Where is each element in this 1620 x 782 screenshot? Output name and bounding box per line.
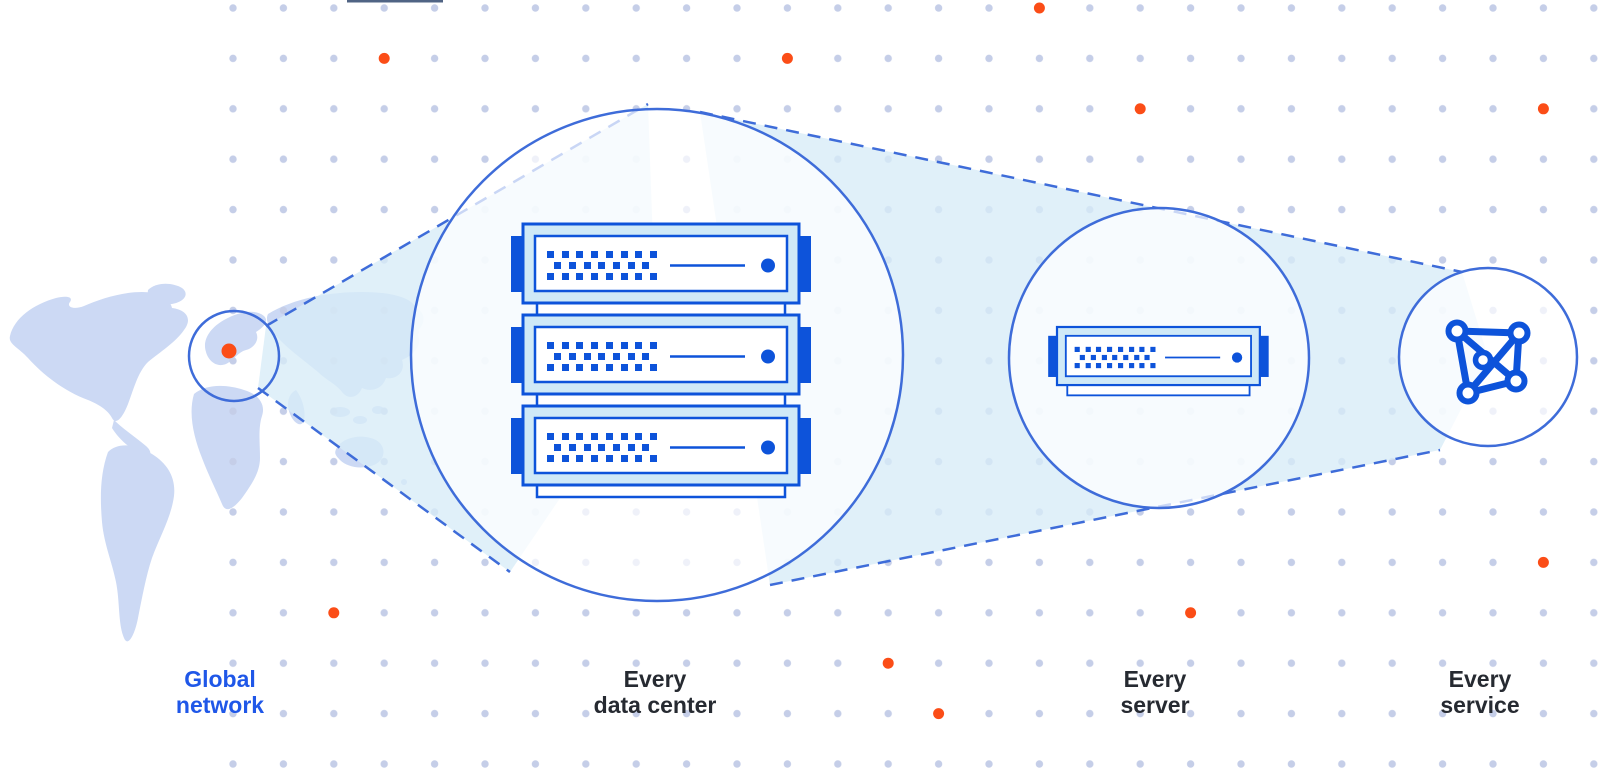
- network-graph-icon: [1445, 319, 1531, 405]
- server-rack-3-units-icon: [509, 222, 813, 499]
- label-line: Global: [184, 666, 256, 692]
- label-line: data center: [593, 692, 717, 718]
- graph-center-node: [1472, 349, 1494, 371]
- central-america-landmass: [112, 420, 151, 457]
- label-line: service: [1440, 692, 1520, 718]
- label-line: Every: [1123, 666, 1187, 692]
- label-line: network: [175, 692, 265, 718]
- graph-node: [1445, 319, 1469, 343]
- location-marker-dot: [221, 343, 237, 359]
- label-every-server: Every server: [1120, 666, 1189, 718]
- single-server-unit: [1047, 325, 1270, 387]
- label-line: Every: [1448, 666, 1512, 692]
- rack-server-unit-1: [509, 222, 813, 305]
- label-line: Every: [623, 666, 687, 692]
- cone-dashed-edge-bottom-right: [769, 448, 1441, 587]
- label-global-network: Global network: [176, 666, 264, 718]
- graph-node: [1456, 381, 1480, 405]
- label-every-service: Every service: [1440, 666, 1519, 718]
- server-unit-icon: [1047, 325, 1270, 397]
- accent-dots: [328, 2, 1549, 720]
- rack-server-unit-3: [509, 404, 813, 487]
- graph-node: [1504, 369, 1528, 393]
- rack-server-unit-2: [509, 313, 813, 396]
- global-network-map-circle: [187, 309, 281, 403]
- graph-node: [1507, 321, 1531, 345]
- label-line: server: [1120, 692, 1190, 718]
- cone-dashed-edge-bottom-left: [257, 386, 511, 574]
- label-every-data-center: Every data center: [594, 666, 717, 718]
- north-america-landmass: [9, 292, 188, 422]
- cone-dashed-edge-top-right: [699, 110, 1463, 274]
- greenland-landmass: [147, 283, 186, 305]
- top-edge-artifact-line: [347, 0, 443, 3]
- south-america-landmass: [100, 445, 175, 642]
